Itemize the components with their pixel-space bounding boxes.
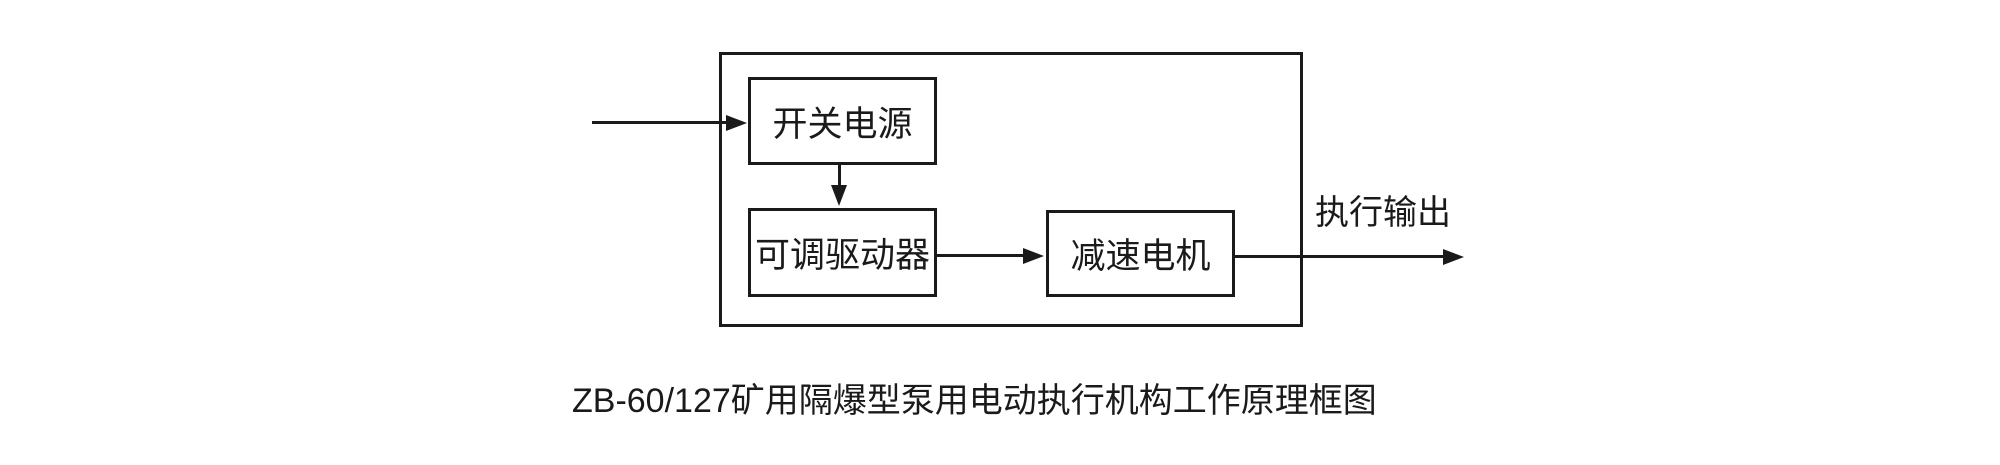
block-adjustable-driver: 可调驱动器	[748, 208, 937, 297]
input-arrow-head-icon	[726, 115, 747, 131]
driver-to-motor-arrow-head-icon	[1023, 248, 1044, 264]
output-label: 执行输出	[1315, 194, 1451, 232]
output-arrow-shaft	[1235, 255, 1444, 258]
block-adjustable-driver-label: 可调驱动器	[754, 236, 930, 275]
input-arrow-shaft	[592, 121, 727, 124]
block-gear-motor-label: 减速电机	[1070, 237, 1211, 276]
enclosure-box	[719, 52, 1303, 327]
power-to-driver-arrow-head-icon	[831, 185, 847, 206]
block-switching-power-supply-label: 开关电源	[772, 104, 913, 144]
block-gear-motor: 减速电机	[1046, 210, 1235, 297]
driver-to-motor-arrow-shaft	[935, 254, 1024, 257]
caption: ZB-60/127矿用隔爆型泵用电动执行机构工作原理框图	[572, 382, 1377, 420]
output-arrow-head-icon	[1443, 249, 1464, 265]
power-to-driver-arrow-shaft	[838, 165, 841, 187]
block-switching-power-supply: 开关电源	[748, 77, 937, 165]
